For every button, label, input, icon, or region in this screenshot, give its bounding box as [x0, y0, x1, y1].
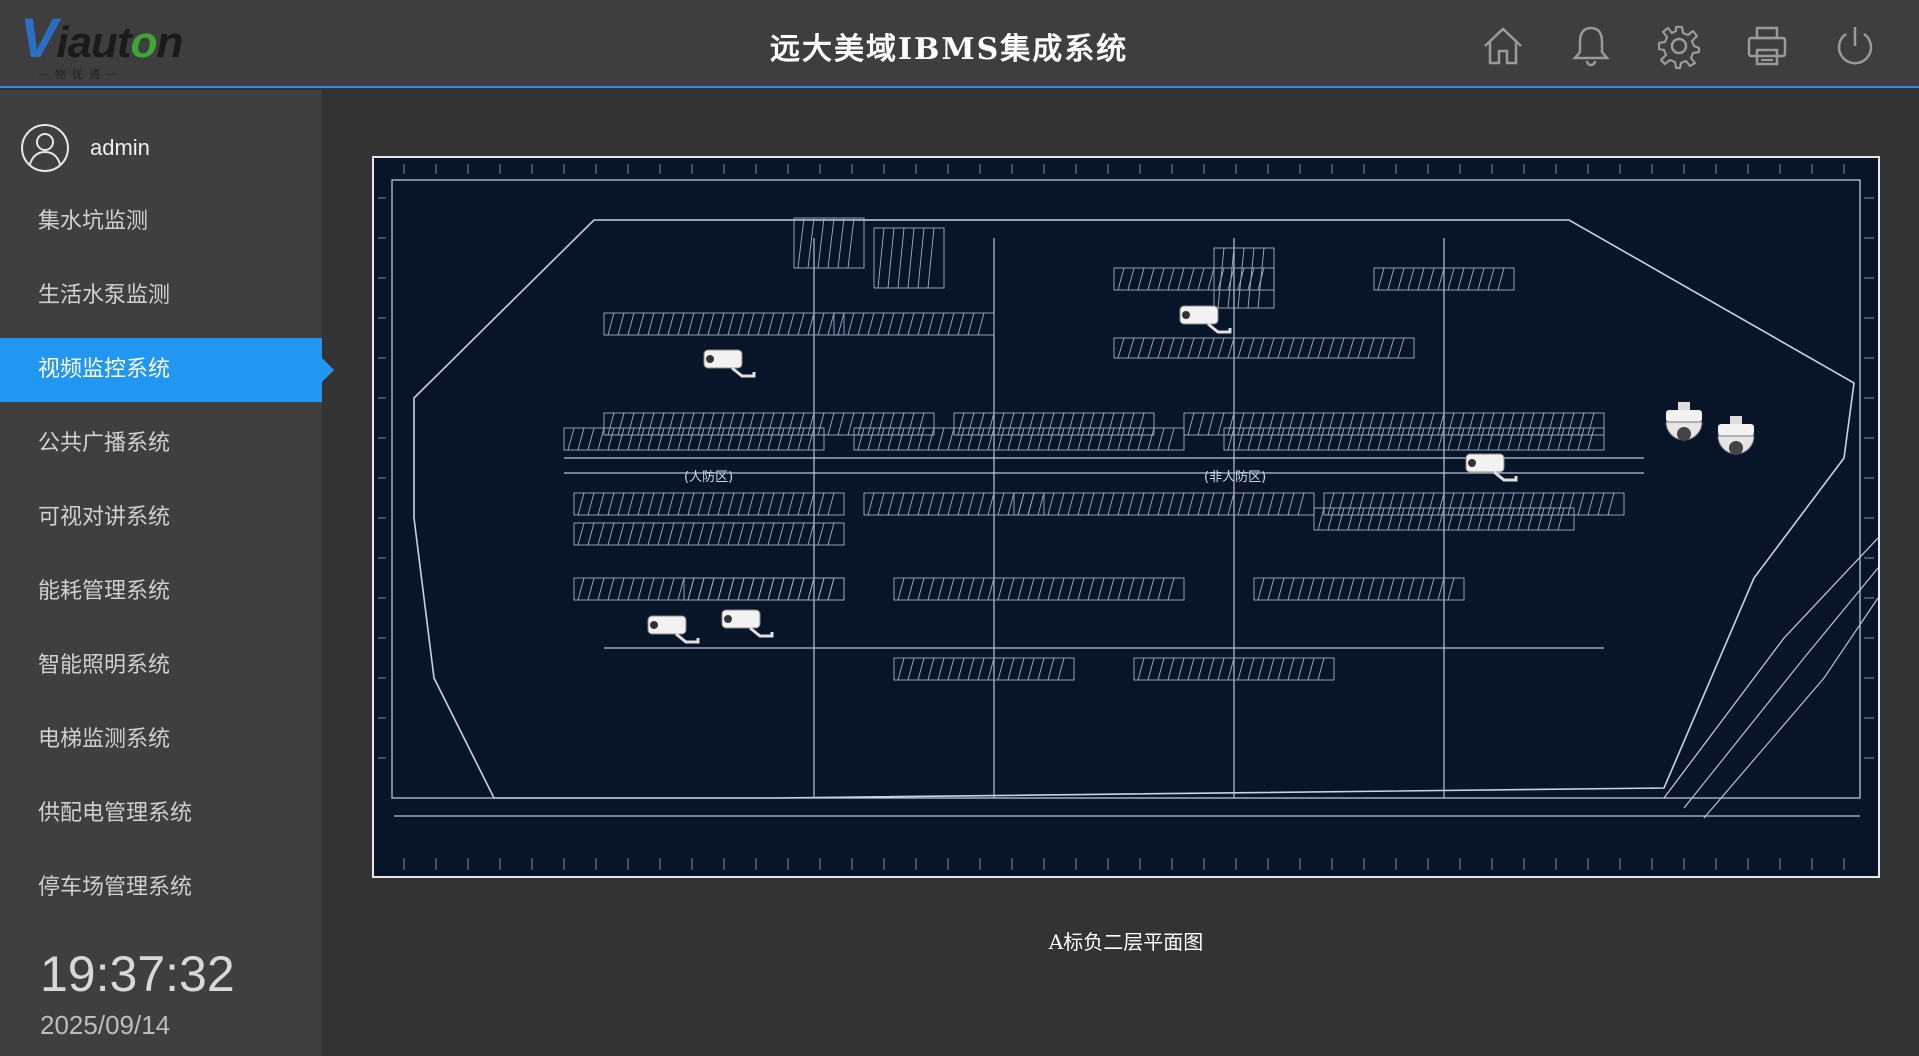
side-menu: 集水坑监测 生活水泵监测 视频监控系统 公共广播系统 可视对讲系统 能耗管理系统…: [0, 190, 334, 930]
camera-icon[interactable]: [702, 346, 758, 382]
menu-item-water-pump[interactable]: 生活水泵监测: [38, 283, 171, 308]
dome-camera-icon[interactable]: [1712, 416, 1760, 472]
menu-item-elevator-monitoring[interactable]: 电梯监测系统: [38, 727, 171, 752]
menu-item-video-intercom[interactable]: 可视对讲系统: [38, 505, 171, 530]
logo-subtitle: —物优通—: [38, 68, 123, 81]
clock-time: 19:37:32: [40, 946, 235, 1002]
user-avatar-icon: [20, 123, 70, 173]
sidebar: admin 集水坑监测 生活水泵监测 视频监控系统 公共广播系统 可视对讲系统 …: [0, 90, 334, 1056]
app-title: 远大美域IBMS集成系统: [770, 32, 1129, 67]
clock-date: 2025/09/14: [40, 1010, 171, 1040]
menu-item-video-surveillance[interactable]: 视频监控系统: [0, 338, 334, 402]
menu-item-smart-lighting[interactable]: 智能照明系统: [38, 653, 171, 678]
logo-wordmark: Viauton: [20, 6, 183, 69]
floor-plan-map[interactable]: (人防区) (非人防区): [372, 156, 1880, 878]
menu-item-public-broadcast[interactable]: 公共广播系统: [38, 431, 171, 456]
gear-icon[interactable]: [1655, 22, 1703, 70]
menu-item-power-distribution[interactable]: 供配电管理系统: [38, 801, 193, 826]
menu-item-sump-pit[interactable]: 集水坑监测: [38, 209, 149, 234]
map-caption: A标负二层平面图: [1048, 930, 1204, 954]
camera-icon[interactable]: [1464, 450, 1520, 486]
zone-label-civil-defense: (人防区): [684, 470, 734, 485]
dome-camera-icon[interactable]: [1660, 402, 1708, 458]
camera-icon[interactable]: [646, 612, 702, 648]
home-icon[interactable]: [1479, 22, 1527, 70]
header-toolbar: [1479, 22, 1879, 70]
camera-icon[interactable]: [720, 606, 776, 642]
floor-plan-drawing: [378, 164, 1878, 870]
power-icon[interactable]: [1831, 22, 1879, 70]
printer-icon[interactable]: [1743, 22, 1791, 70]
menu-item-parking-management[interactable]: 停车场管理系统: [38, 875, 193, 900]
menu-item-energy-management[interactable]: 能耗管理系统: [38, 579, 171, 604]
username: admin: [90, 135, 150, 160]
user-profile[interactable]: admin: [20, 122, 150, 174]
camera-icon[interactable]: [1178, 302, 1234, 338]
app-header: Viauton —物优通— 远大美域IBMS集成系统: [0, 0, 1919, 88]
bell-icon[interactable]: [1567, 22, 1615, 70]
viauton-logo: Viauton —物优通—: [20, 6, 200, 82]
zone-label-non-civil-defense: (非人防区): [1204, 470, 1267, 485]
